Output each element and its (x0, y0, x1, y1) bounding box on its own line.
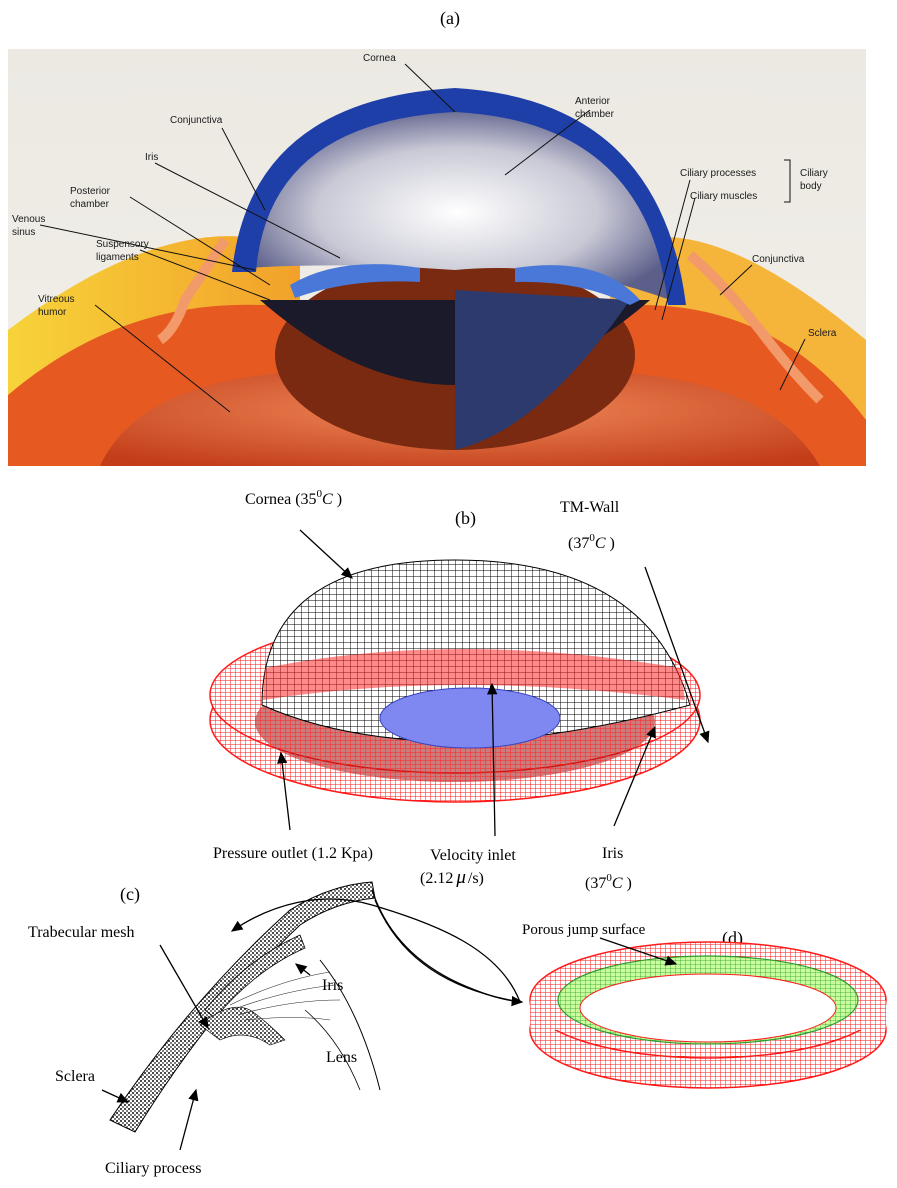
tm-temp-open: (37 (568, 535, 589, 552)
label-suspensory-line1: Suspensory (96, 239, 149, 250)
label-vitreous-line2: humor (38, 307, 67, 318)
panel-c-arrows (102, 848, 522, 1150)
label-porous-jump: Porous jump surface (522, 922, 646, 938)
sclera-mesh (110, 882, 375, 1132)
label-tm-wall-temp: (370C) (568, 532, 615, 552)
porous-ring-inner-hole (580, 974, 836, 1042)
panel-a-label: (a) (440, 8, 460, 29)
cornea-temp-close: ) (337, 491, 342, 508)
label-ciliary-processes: Ciliary processes (680, 168, 756, 179)
panel-b-label: (b) (455, 508, 476, 529)
label-vitreous-line1: Vitreous (38, 294, 75, 305)
label-suspensory-line2: ligaments (96, 252, 139, 263)
label-venous-sinus-line1: Venous (12, 214, 45, 225)
label-cornea-a: Cornea (363, 53, 396, 64)
iris-temp-open: (37 (585, 875, 606, 892)
label-tm-wall: TM-Wall (560, 499, 620, 516)
label-conjunctiva-left: Conjunctiva (170, 115, 223, 126)
cornea-temp-unit: C (322, 491, 333, 508)
porous-ring-model (530, 942, 886, 1088)
label-posterior-chamber-line2: chamber (70, 199, 110, 210)
label-trabecular-mesh: Trabecular mesh (28, 924, 135, 941)
trabecular-cross-section (110, 882, 380, 1132)
label-ciliary-muscles: Ciliary muscles (690, 191, 757, 202)
label-lens: Lens (326, 1049, 357, 1066)
iris-temp-close: ) (627, 875, 632, 892)
velocity-unit: /s) (468, 870, 484, 887)
velocity-inlet-disk (380, 688, 560, 748)
label-velocity-inlet: Velocity inlet (430, 847, 516, 864)
cornea-temp-text: Cornea (35 (245, 491, 317, 508)
label-venous-sinus-line2: sinus (12, 227, 35, 238)
connector-arrow-lower (375, 900, 520, 1002)
label-conjunctiva-right: Conjunctiva (752, 254, 805, 265)
label-ciliary-body-line2: body (800, 181, 822, 192)
label-iris-a: Iris (145, 152, 158, 163)
label-posterior-chamber-line1: Posterior (70, 186, 111, 197)
tm-temp-unit: C (595, 535, 606, 552)
cfd-mesh-model (210, 560, 700, 802)
tm-temp-close: ) (610, 535, 615, 552)
label-ciliary-body-line1: Ciliary (800, 168, 828, 179)
label-iris-c: Iris (322, 977, 343, 994)
label-iris-temp: (370C) (585, 872, 632, 892)
label-anterior-chamber-line1: Anterior (575, 96, 611, 107)
label-sclera-c: Sclera (55, 1068, 95, 1085)
velocity-mu: μ (455, 867, 466, 888)
panel-c-label: (c) (120, 884, 140, 905)
label-anterior-chamber-line2: chamber (575, 109, 615, 120)
iris-temp-unit: C (612, 875, 623, 892)
velocity-open: (2.12 (420, 870, 453, 887)
label-pressure-outlet: Pressure outlet (1.2 Kpa) (213, 845, 373, 862)
label-iris-b: Iris (602, 845, 623, 862)
label-sclera-a: Sclera (808, 328, 837, 339)
label-ciliary-process: Ciliary process (105, 1160, 201, 1177)
label-cornea-temp: Cornea (350C) (245, 488, 342, 508)
